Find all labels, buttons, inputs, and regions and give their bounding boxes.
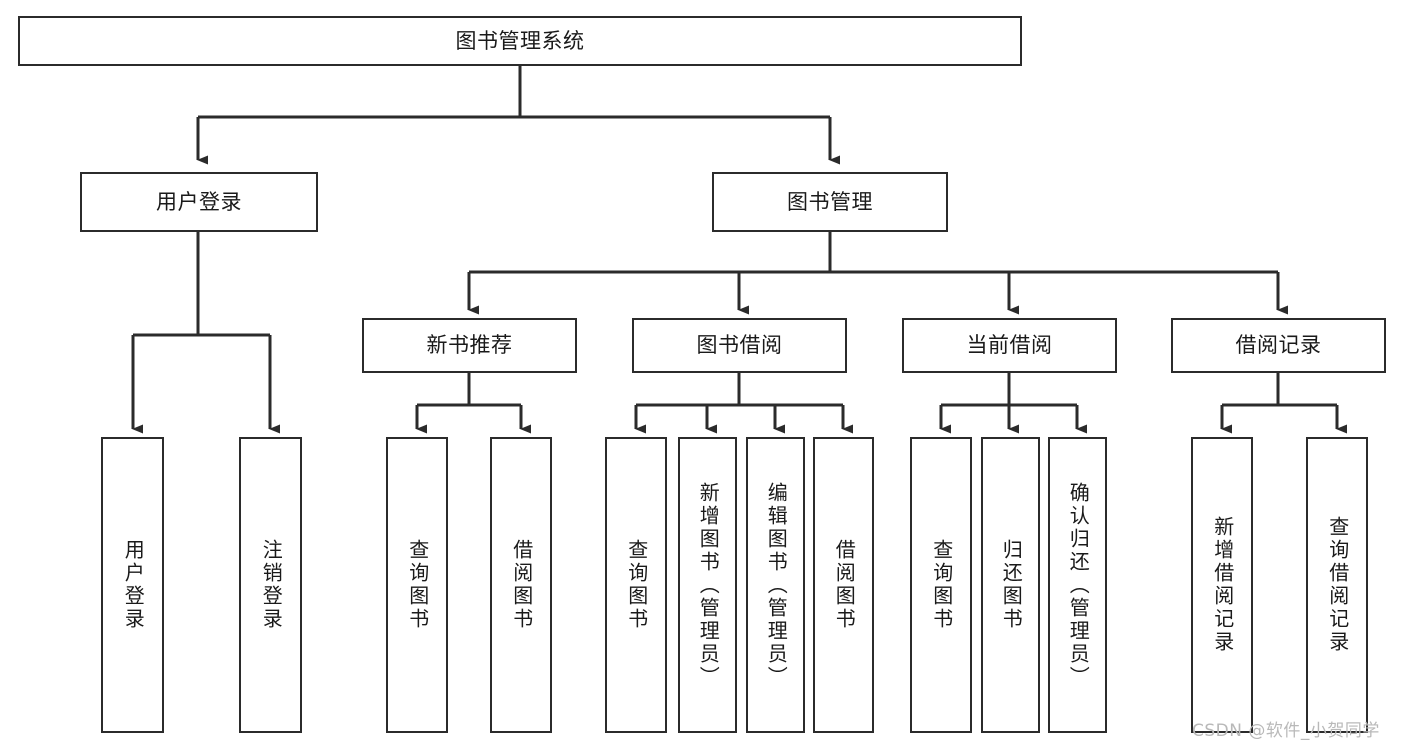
node-leaf-return-book[interactable]: 归还图书 <box>981 437 1040 733</box>
node-book-manage[interactable]: 图书管理 <box>712 172 948 232</box>
node-leaf-borrow-book-1-label: 借阅图书 <box>509 539 534 631</box>
node-borrow-record[interactable]: 借阅记录 <box>1171 318 1386 373</box>
node-current-borrow-label: 当前借阅 <box>966 333 1053 358</box>
node-leaf-user-login-label: 用户登录 <box>121 539 146 631</box>
node-book-borrow-label: 图书借阅 <box>696 333 783 358</box>
node-leaf-user-logout-label: 注销登录 <box>259 539 284 631</box>
node-leaf-borrow-book-2-label: 借阅图书 <box>832 539 857 631</box>
node-leaf-confirm-return[interactable]: 确认归还（管理员） <box>1048 437 1107 733</box>
node-leaf-user-logout[interactable]: 注销登录 <box>239 437 302 733</box>
node-leaf-edit-book-label: 编辑图书（管理员） <box>764 481 789 689</box>
node-leaf-confirm-return-label: 确认归还（管理员） <box>1066 481 1091 689</box>
node-new-book-rec[interactable]: 新书推荐 <box>362 318 577 373</box>
node-leaf-query-book-2[interactable]: 查询图书 <box>605 437 667 733</box>
node-leaf-user-login[interactable]: 用户登录 <box>101 437 164 733</box>
node-leaf-add-book[interactable]: 新增图书（管理员） <box>678 437 737 733</box>
node-new-book-rec-label: 新书推荐 <box>426 333 513 358</box>
node-book-manage-label: 图书管理 <box>787 189 873 214</box>
node-leaf-edit-book[interactable]: 编辑图书（管理员） <box>746 437 805 733</box>
node-leaf-query-book-3-label: 查询图书 <box>929 539 954 631</box>
node-leaf-query-book-1[interactable]: 查询图书 <box>386 437 448 733</box>
node-leaf-add-record-label: 新增借阅记录 <box>1210 516 1235 654</box>
node-leaf-return-book-label: 归还图书 <box>999 539 1024 631</box>
node-leaf-add-record[interactable]: 新增借阅记录 <box>1191 437 1253 733</box>
node-current-borrow[interactable]: 当前借阅 <box>902 318 1117 373</box>
node-leaf-query-book-1-label: 查询图书 <box>405 539 430 631</box>
node-user-login-label: 用户登录 <box>156 189 242 214</box>
node-borrow-record-label: 借阅记录 <box>1235 333 1322 358</box>
node-book-borrow[interactable]: 图书借阅 <box>632 318 847 373</box>
node-leaf-query-book-3[interactable]: 查询图书 <box>910 437 972 733</box>
node-leaf-add-book-label: 新增图书（管理员） <box>696 481 721 689</box>
node-leaf-query-book-2-label: 查询图书 <box>624 539 649 631</box>
node-user-login[interactable]: 用户登录 <box>80 172 318 232</box>
node-leaf-borrow-book-2[interactable]: 借阅图书 <box>813 437 874 733</box>
node-root[interactable]: 图书管理系统 <box>18 16 1022 66</box>
node-leaf-borrow-book-1[interactable]: 借阅图书 <box>490 437 552 733</box>
node-leaf-query-record[interactable]: 查询借阅记录 <box>1306 437 1368 733</box>
node-leaf-query-record-label: 查询借阅记录 <box>1325 516 1350 654</box>
node-root-label: 图书管理系统 <box>455 28 585 53</box>
